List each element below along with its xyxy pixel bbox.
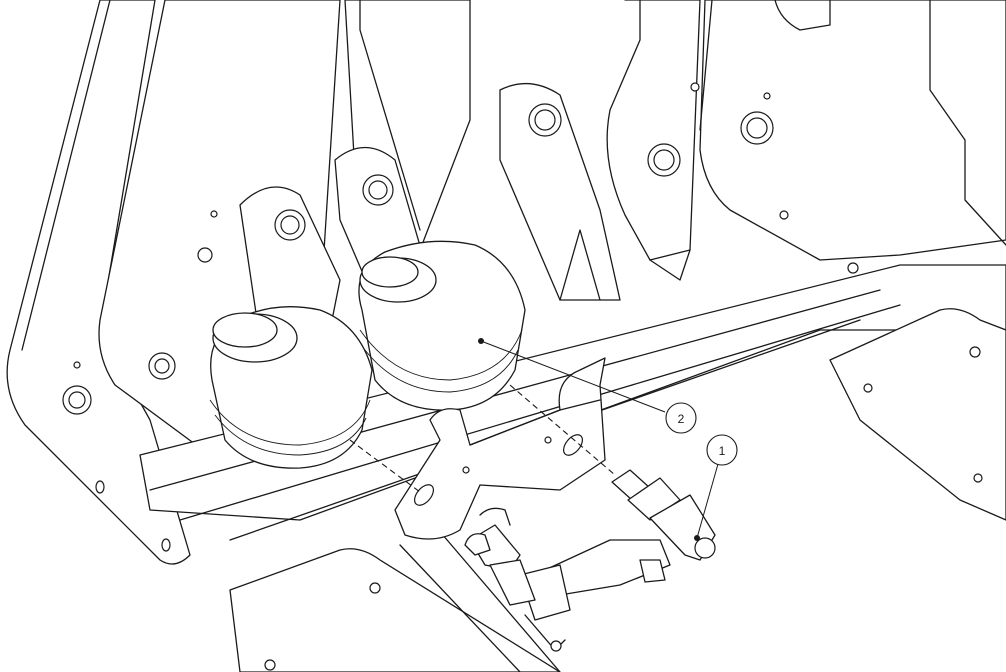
rubber-isolator-left [209,306,373,469]
callout-1-label: 1 [719,444,726,458]
callout-2-label: 2 [678,412,685,426]
callout-1: 1 [694,434,738,541]
mount-tab-right [499,82,621,301]
assembly-path-right [509,384,616,476]
rubber-isolator-right [358,240,526,411]
callout-2-balloon [665,402,697,434]
foot-plate-left [229,519,561,672]
callout-2: 2 [478,338,697,434]
foot-plate-right [829,308,1006,521]
mount-tab-left [239,186,341,341]
air-fitting-assembly [464,469,716,652]
assembly-path-left [349,439,421,493]
callout-1-balloon [706,434,738,466]
right-frame-plate [606,0,1006,281]
